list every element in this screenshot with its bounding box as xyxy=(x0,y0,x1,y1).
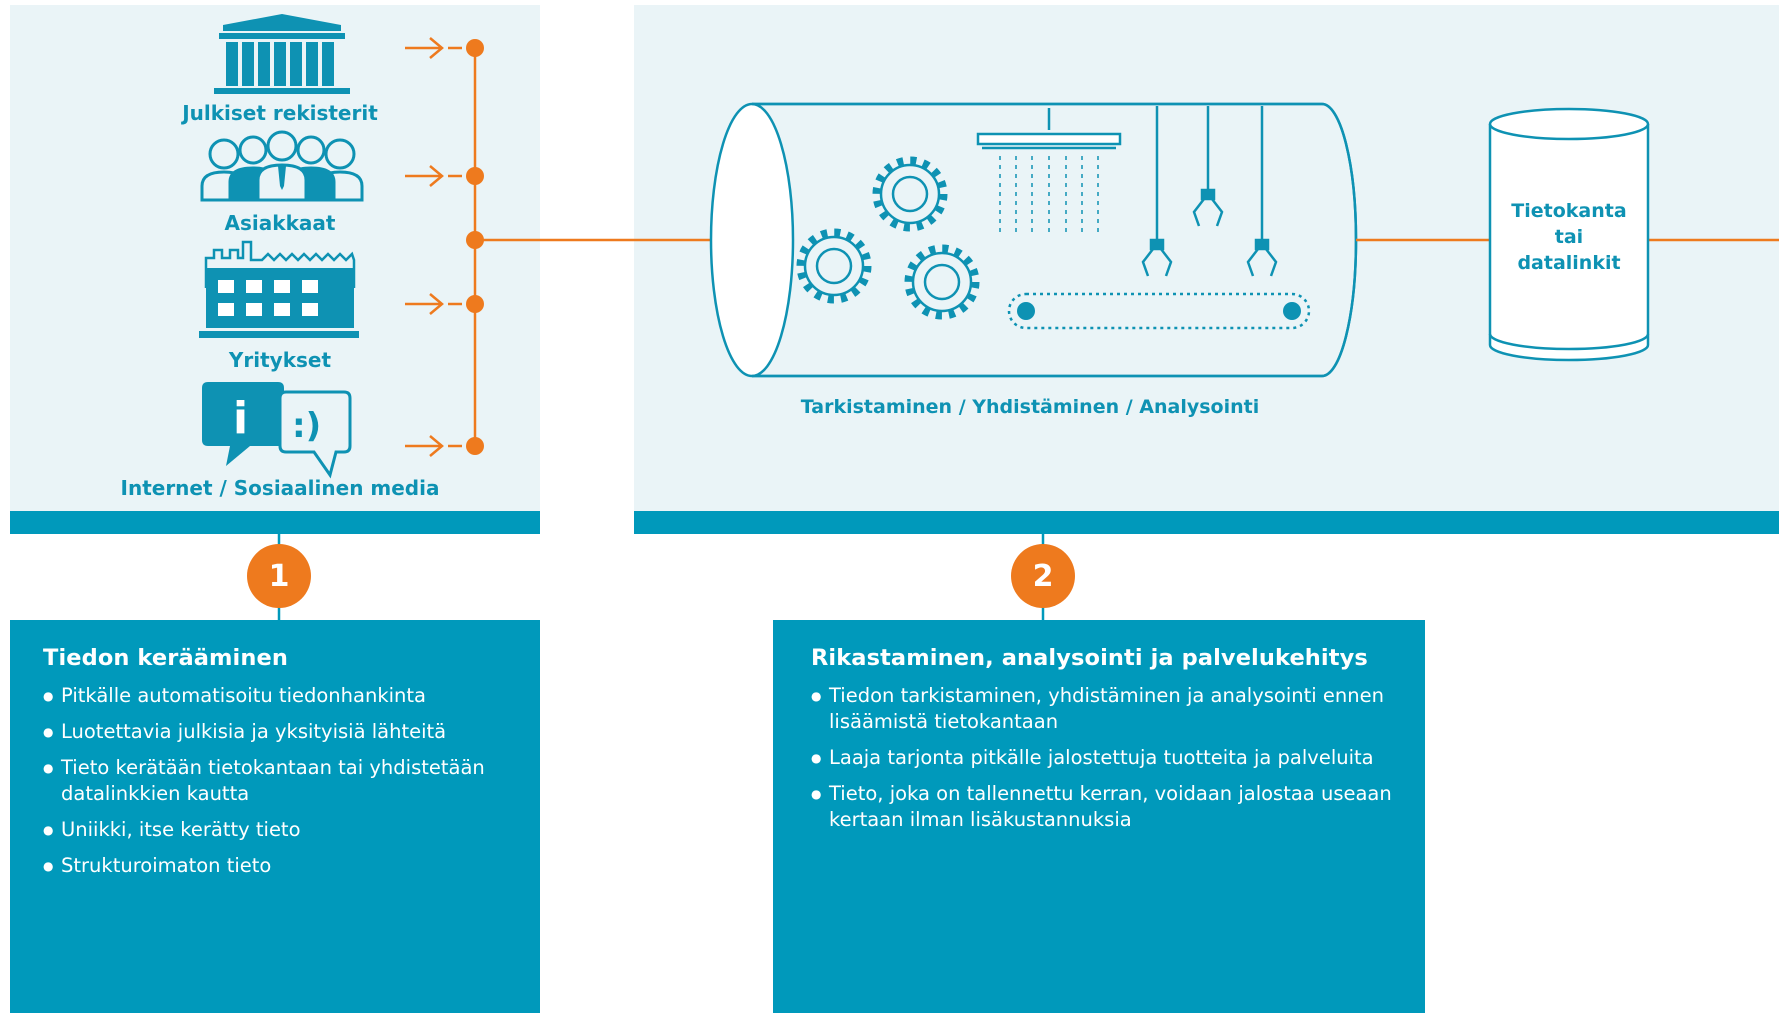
list-item: Pitkälle automatisoitu tiedonhankinta xyxy=(43,683,502,709)
database-label-line1: Tietokanta xyxy=(1511,200,1627,222)
list-item: Strukturoimaton tieto xyxy=(43,853,502,879)
list-item: Tieto kerätään tietokantaan tai yhdistet… xyxy=(43,755,502,807)
connector-dots xyxy=(466,39,484,455)
database-icon xyxy=(1488,107,1650,362)
step-2-badge: 2 xyxy=(1011,544,1075,608)
source-connectors xyxy=(405,37,757,457)
process-label: Tarkistaminen / Yhdistäminen / Analysoin… xyxy=(800,396,1260,418)
source-label-registers: Julkiset rekisterit xyxy=(182,101,378,125)
step-1-title: Tiedon kerääminen xyxy=(43,645,288,671)
step-1-box: Tiedon kerääminen Pitkälle automatisoitu… xyxy=(10,620,540,1013)
processing-band xyxy=(634,511,1779,534)
chat-bubbles-icon: i :) xyxy=(202,382,352,479)
database-label-line2: tai xyxy=(1554,226,1584,248)
source-label-internet: Internet / Sosiaalinen media xyxy=(120,476,440,500)
list-item: Tiedon tarkistaminen, yhdistäminen ja an… xyxy=(811,683,1395,735)
list-item: Tieto, joka on tallennettu kerran, voida… xyxy=(811,781,1395,833)
database-label: Tietokanta tai datalinkit xyxy=(1490,198,1648,276)
step-2-box: Rikastaminen, analysointi ja palvelukehi… xyxy=(773,620,1425,1013)
svg-text:i: i xyxy=(233,393,248,444)
step-2-bullets: Tiedon tarkistaminen, yhdistäminen ja an… xyxy=(811,683,1395,833)
government-building-icon xyxy=(214,14,350,94)
svg-text::): :) xyxy=(292,406,321,446)
sources-band xyxy=(10,511,540,534)
step-1-bullets: Pitkälle automatisoitu tiedonhankinta Lu… xyxy=(43,683,502,879)
robot-arm-icon xyxy=(1141,106,1278,277)
shower-icon xyxy=(976,108,1122,232)
list-item: Uniikki, itse kerätty tieto xyxy=(43,817,502,843)
step-2-title: Rikastaminen, analysointi ja palvelukehi… xyxy=(811,645,1368,671)
source-label-companies: Yritykset xyxy=(228,348,332,372)
database-label-line3: datalinkit xyxy=(1517,252,1621,274)
list-item: Luotettavia julkisia ja yksityisiä lähte… xyxy=(43,719,502,745)
step-1-badge: 1 xyxy=(247,544,311,608)
source-label-customers: Asiakkaat xyxy=(224,211,336,235)
factory-icon xyxy=(199,240,359,338)
step-connectors xyxy=(277,534,1045,620)
conveyor-belt-icon xyxy=(1007,292,1311,330)
gears-icon xyxy=(796,156,980,320)
list-item: Laaja tarjonta pitkälle jalostettuja tuo… xyxy=(811,745,1395,771)
people-group-icon xyxy=(200,130,364,202)
